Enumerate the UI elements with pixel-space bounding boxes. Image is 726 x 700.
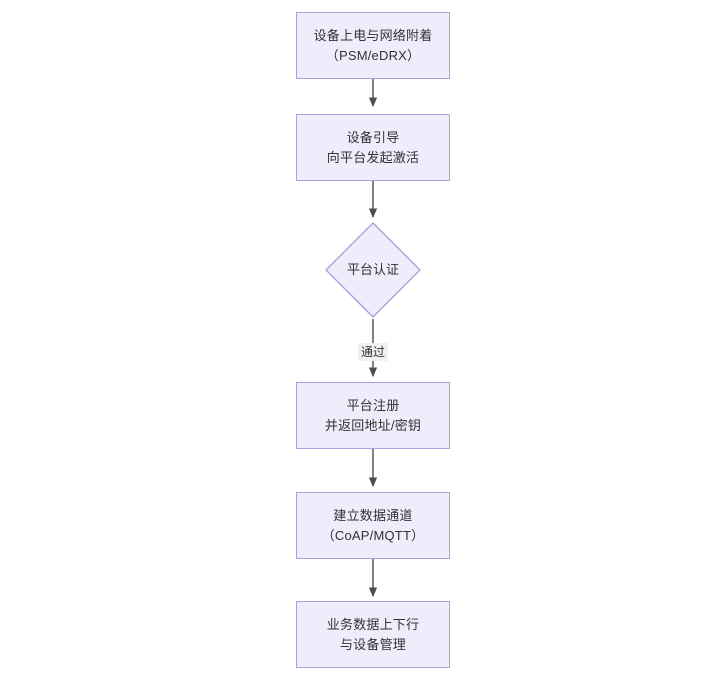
flow-node-label: 设备引导 向平台发起激活 <box>326 129 420 165</box>
flow-node-label: 设备上电与网络附着 （PSM/eDRX） <box>313 27 433 63</box>
flow-node-label: 建立数据通道 （CoAP/MQTT） <box>321 507 425 543</box>
diamond-shape <box>325 222 421 318</box>
flow-node-label: 平台认证 <box>346 262 399 277</box>
flow-node-device-bootstrap[interactable]: 设备引导 向平台发起激活 <box>296 114 450 181</box>
flow-node-establish-data-channel[interactable]: 建立数据通道 （CoAP/MQTT） <box>296 492 450 559</box>
flow-node-device-power-on[interactable]: 设备上电与网络附着 （PSM/eDRX） <box>296 12 450 79</box>
flow-node-platform-auth-decision[interactable]: 平台认证 <box>325 222 421 318</box>
flow-node-platform-register[interactable]: 平台注册 并返回地址/密钥 <box>296 382 450 449</box>
edge-label-pass: 通过 <box>357 343 389 361</box>
flow-node-label: 业务数据上下行 与设备管理 <box>326 616 420 652</box>
flow-node-label: 平台注册 并返回地址/密钥 <box>324 397 422 433</box>
flow-node-business-data-and-device-mgmt[interactable]: 业务数据上下行 与设备管理 <box>296 601 450 668</box>
